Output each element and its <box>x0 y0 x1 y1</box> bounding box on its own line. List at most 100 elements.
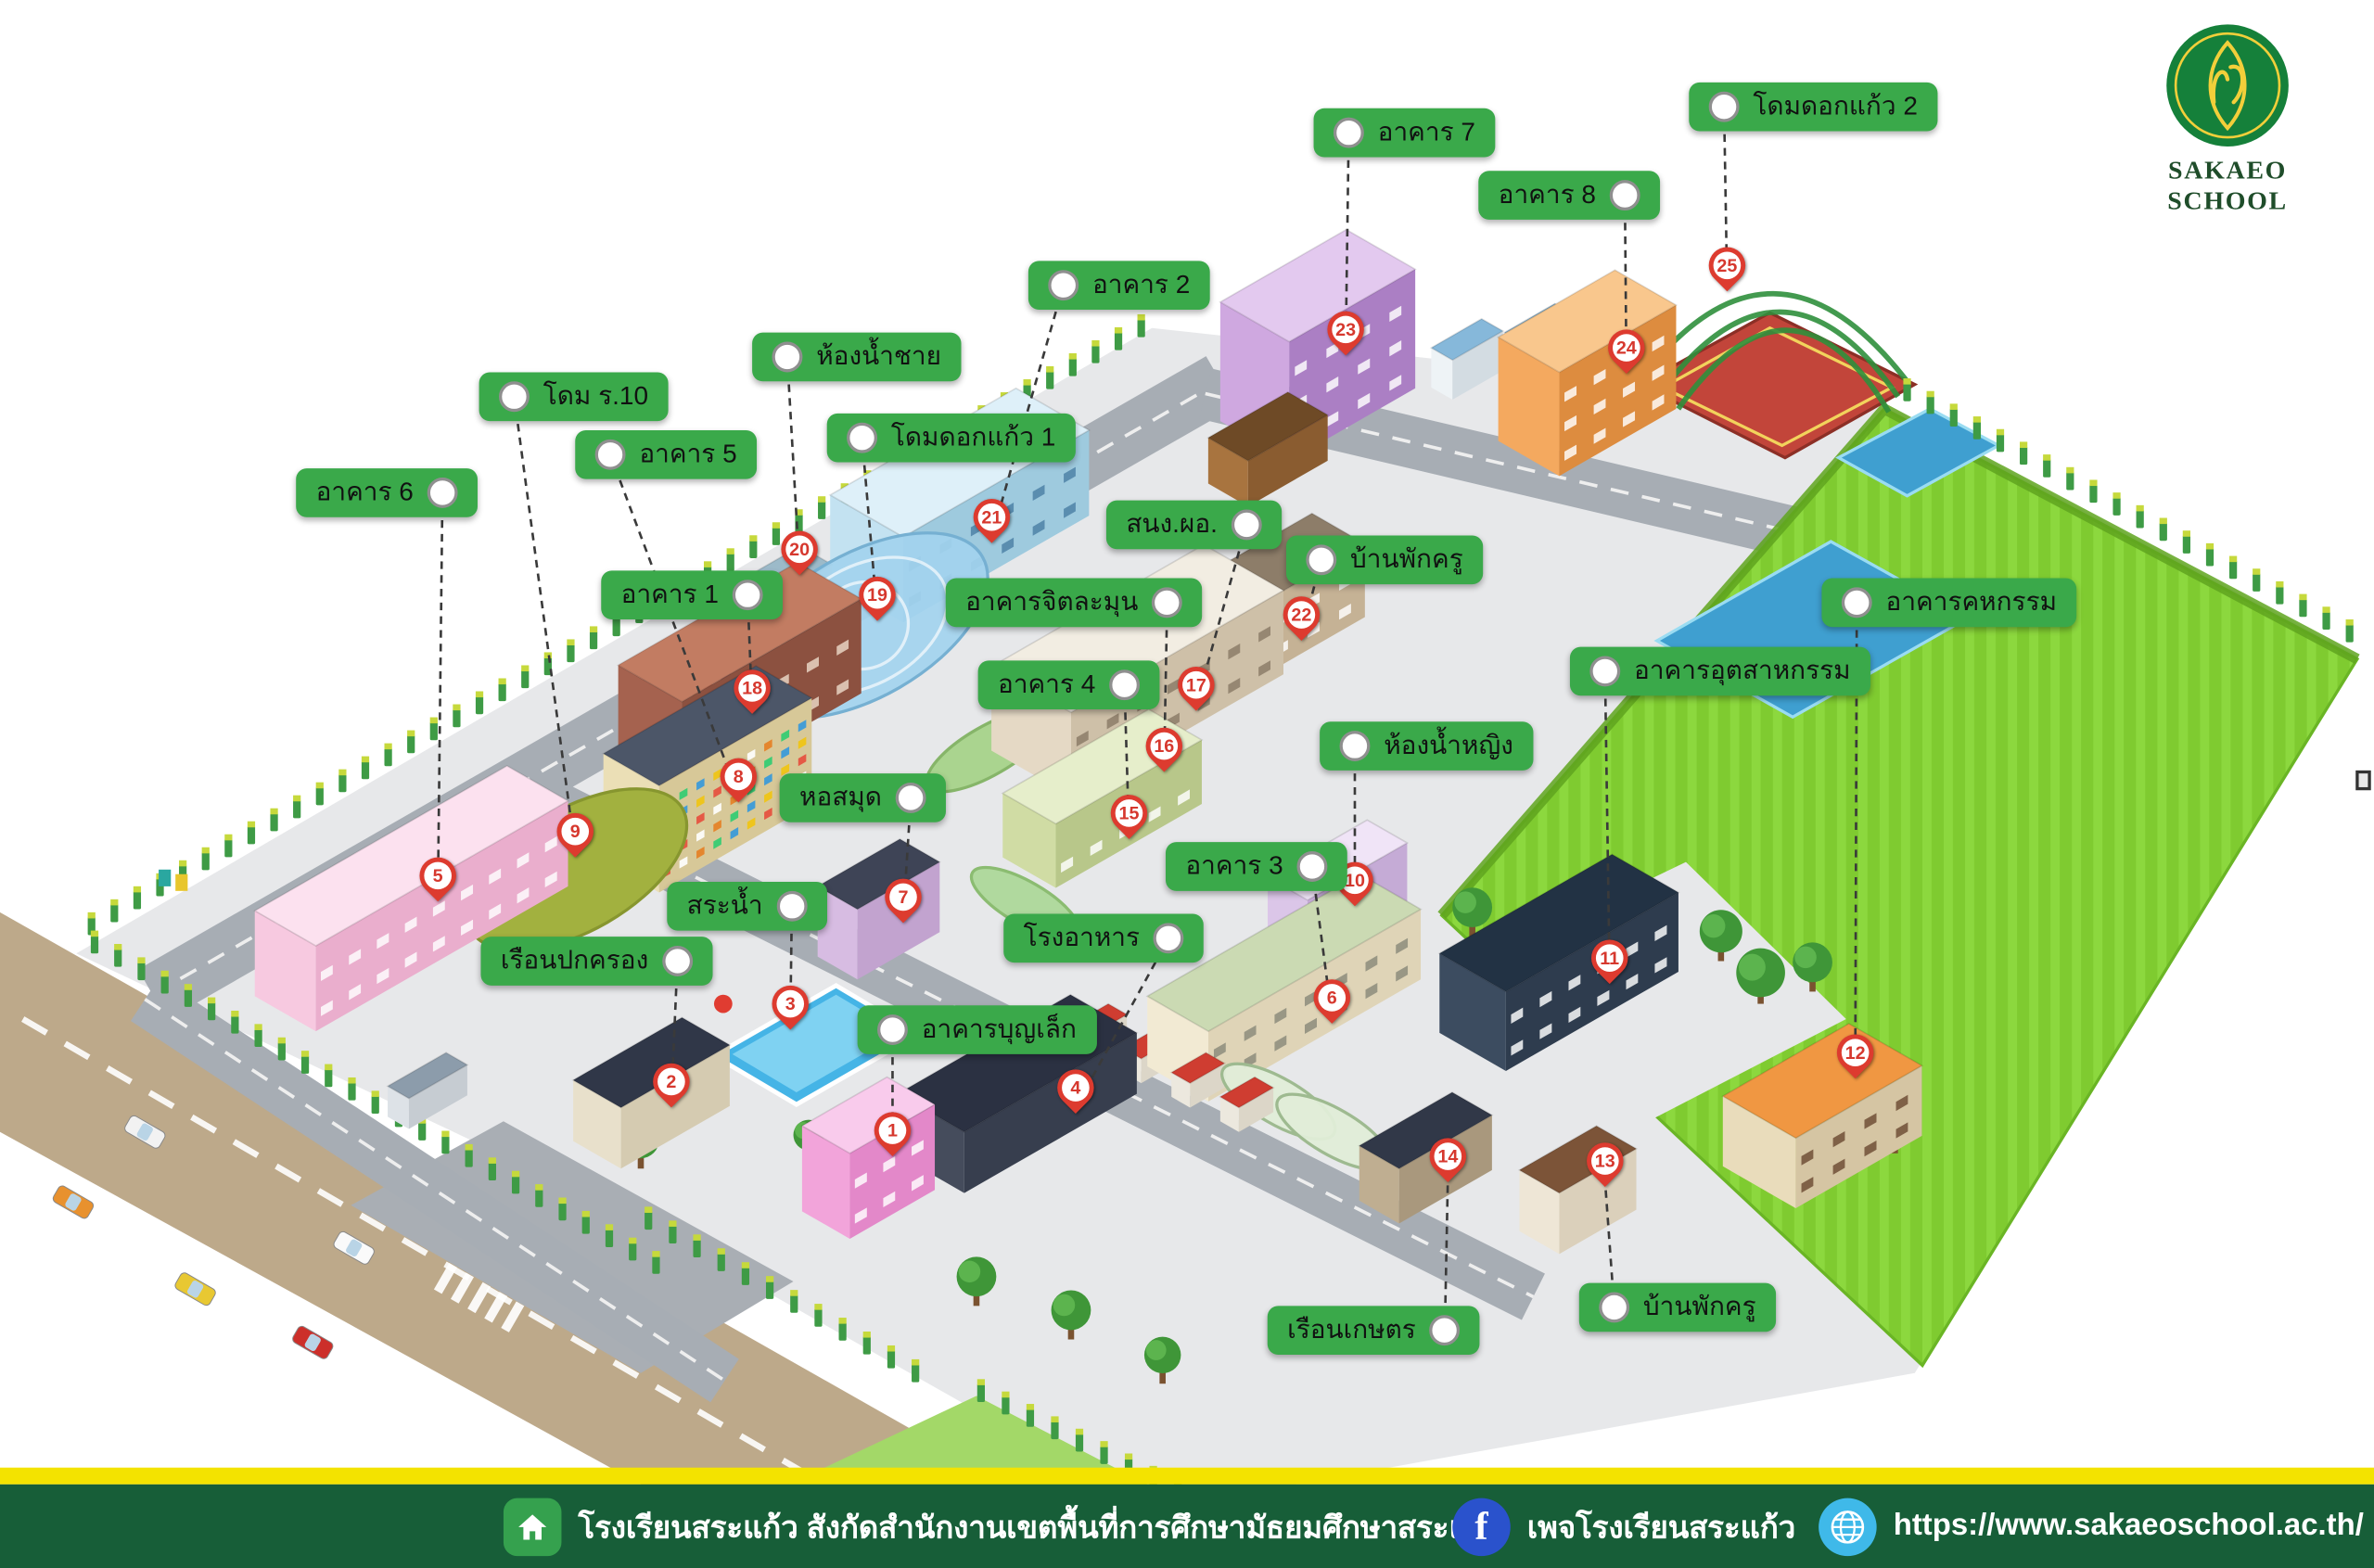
map-label-text: สนง.ผอ. <box>1126 509 1218 539</box>
map-label-4: อาคาร 2 <box>1027 261 1210 310</box>
map-label-text: อาคาร 7 <box>1377 117 1475 147</box>
map-label-14: อาคารคหกรรม <box>1821 578 2077 628</box>
label-pin-dot <box>1109 669 1140 701</box>
map-label-10: สนง.ผอ. <box>1105 500 1283 550</box>
map-pin-5: 5 <box>412 849 465 902</box>
map-label-9: อาคาร 6 <box>296 468 478 517</box>
map-label-text: อาคารบุญเล็ก <box>921 1013 1077 1044</box>
map-pin-23: 23 <box>1320 303 1372 356</box>
label-pin-dot <box>847 422 878 453</box>
truck <box>1429 317 1505 401</box>
map-label-text: อาคาร 5 <box>639 439 737 468</box>
map-pin-15: 15 <box>1103 786 1155 839</box>
map-label-text: โดมดอกแก้ว 1 <box>890 422 1056 452</box>
map-label-24: เรือนเกษตร <box>1267 1306 1480 1355</box>
facebook-icon[interactable]: f <box>1452 1497 1511 1556</box>
footer-website-url[interactable]: https://www.sakaeoschool.ac.th/ <box>1893 1509 2364 1543</box>
cursor-artifact <box>2355 770 2371 791</box>
label-pin-dot <box>1048 270 1079 301</box>
label-pin-dot <box>772 341 803 373</box>
map-pin-24: 24 <box>1600 322 1653 375</box>
map-label-21: เรือนปกครอง <box>480 937 713 986</box>
map-label-text: บ้านพักครู <box>1350 544 1463 574</box>
map-pin-25: 25 <box>1701 239 1754 292</box>
footer-bar: โรงเรียนสระแก้ว สังกัดสำนักงานเขตพื้นที่… <box>0 1467 2374 1568</box>
label-pin-dot <box>1153 923 1184 954</box>
label-pin-dot <box>427 477 458 508</box>
footer-website-item[interactable]: https://www.sakaeoschool.ac.th/ <box>1819 1497 2364 1556</box>
map-pin-8: 8 <box>712 750 765 803</box>
map-label-15: อาคาร 4 <box>977 660 1160 710</box>
map-label-text: อาคาร 6 <box>315 477 414 506</box>
cars <box>52 1115 375 1359</box>
zebra-crossing <box>433 1262 525 1332</box>
footer-yellow-stripe <box>0 1467 2374 1485</box>
label-pin-dot <box>1708 91 1740 122</box>
map-pin-20: 20 <box>773 523 826 576</box>
map-label-text: ห้องน้ำหญิง <box>1384 730 1513 759</box>
map-pin-4: 4 <box>1049 1062 1102 1114</box>
tree <box>1051 1290 1091 1340</box>
label-pin-dot <box>1609 180 1640 211</box>
map-label-text: โรงอาหาร <box>1023 923 1140 952</box>
map-label-19: สระน้ำ <box>667 881 827 931</box>
map-label-12: อาคาร 1 <box>601 570 784 619</box>
footer-facebook-item[interactable]: f เพจโรงเรียนสระแก้ว <box>1452 1497 1796 1556</box>
map-label-18: หอสมุด <box>779 773 947 822</box>
tree <box>1699 910 1742 962</box>
map-label-11: บ้านพักครู <box>1285 535 1484 585</box>
map-pin-21: 21 <box>965 491 1018 543</box>
globe-icon[interactable] <box>1819 1497 1877 1556</box>
map-label-text: โดมดอกแก้ว 2 <box>1753 91 1918 121</box>
map-label-text: โดม ร.10 <box>542 380 649 411</box>
label-pin-dot <box>1599 1292 1630 1323</box>
map-pin-7: 7 <box>877 871 929 924</box>
map-label-text: ห้องน้ำชาย <box>816 341 942 371</box>
basketball-court-dome2 <box>1637 290 1919 460</box>
footer-facebook-text: เพจโรงเรียนสระแก้ว <box>1526 1511 1796 1545</box>
map-label-text: บ้านพักครู <box>1642 1292 1756 1321</box>
label-pin-dot <box>1152 587 1183 618</box>
building-6 <box>253 764 570 1032</box>
label-pin-dot <box>594 439 626 470</box>
school-logo-emblem <box>2166 24 2289 147</box>
tree <box>1452 887 1493 937</box>
map-pin-14: 14 <box>1422 1130 1474 1183</box>
map-label-text: อาคาร 8 <box>1498 179 1596 210</box>
label-pin-dot <box>1296 851 1328 882</box>
tree <box>956 1256 997 1307</box>
map-pin-12: 12 <box>1829 1026 1882 1079</box>
footer-school-item: โรงเรียนสระแก้ว สังกัดสำนักงานเขตพื้นที่… <box>503 1497 1504 1556</box>
map-label-3: โดมดอกแก้ว 2 <box>1689 82 1938 132</box>
map-label-text: อาคาร 4 <box>998 669 1096 699</box>
school-logo: SAKAEO SCHOOL <box>2109 21 2347 217</box>
map-pin-17: 17 <box>1169 658 1222 711</box>
map-label-17: ห้องน้ำหญิง <box>1320 721 1534 771</box>
map-label-23: อาคารบุญเล็ก <box>857 1005 1097 1054</box>
map-label-text: อาคาร 2 <box>1091 269 1191 300</box>
bus-shelter <box>386 1052 469 1129</box>
map-label-8: โดมดอกแก้ว 1 <box>826 413 1076 463</box>
label-pin-dot <box>1589 656 1621 687</box>
label-pin-dot <box>662 946 693 976</box>
map-pin-18: 18 <box>726 662 779 714</box>
map-pin-6: 6 <box>1306 972 1359 1024</box>
map-label-25: บ้านพักครู <box>1578 1282 1777 1332</box>
map-pin-19: 19 <box>851 568 903 621</box>
map-label-5: ห้องน้ำชาย <box>752 332 962 382</box>
map-label-16: อาคารอุตสาหกรรม <box>1569 646 1870 696</box>
map-pin-13: 13 <box>1578 1135 1631 1187</box>
map-label-text: อาคาร 1 <box>620 579 719 609</box>
map-label-text: อาคาร 3 <box>1185 850 1283 880</box>
map-pin-2: 2 <box>645 1055 697 1108</box>
label-pin-dot <box>776 890 808 922</box>
map-pin-9: 9 <box>549 805 602 858</box>
map-label-2: อาคาร 8 <box>1478 171 1661 220</box>
map-label-7: อาคาร 5 <box>575 429 758 479</box>
tree <box>1793 942 1832 992</box>
map-label-6: โดม ร.10 <box>479 372 669 422</box>
map-pin-11: 11 <box>1583 932 1636 985</box>
governance-house <box>571 1016 732 1169</box>
